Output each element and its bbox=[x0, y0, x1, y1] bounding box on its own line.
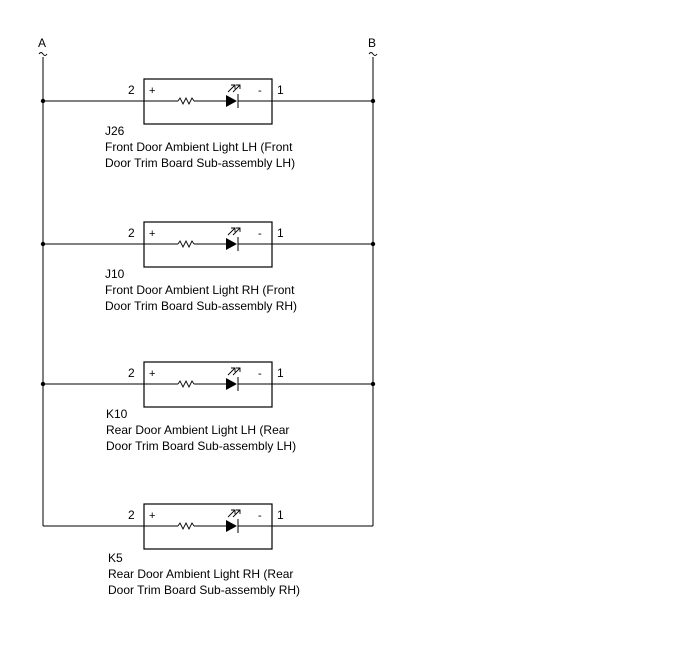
component-box bbox=[143, 361, 273, 408]
bus-b-label: B bbox=[368, 36, 376, 50]
light-emission-icon bbox=[227, 84, 241, 93]
component-code: J26 bbox=[105, 124, 125, 138]
light-emission-icon bbox=[227, 367, 241, 376]
minus-sign: - bbox=[258, 368, 262, 380]
pin-left-label: 2 bbox=[128, 226, 135, 240]
component-name-line2: Door Trim Board Sub-assembly RH) bbox=[105, 299, 297, 313]
led-icon bbox=[226, 238, 237, 250]
minus-sign: - bbox=[258, 228, 262, 240]
component-name-line1: Front Door Ambient Light RH (Front bbox=[105, 283, 295, 297]
junction-dot bbox=[40, 98, 46, 104]
component-name-line2: Door Trim Board Sub-assembly LH) bbox=[105, 156, 295, 170]
pin-left-label: 2 bbox=[128, 508, 135, 522]
resistor-icon bbox=[177, 96, 195, 106]
component-name-line2: Door Trim Board Sub-assembly LH) bbox=[106, 439, 296, 453]
component-code: J10 bbox=[105, 267, 125, 281]
junction-dot bbox=[370, 241, 376, 247]
pin-right-label: 1 bbox=[277, 83, 284, 97]
pin-left-label: 2 bbox=[128, 83, 135, 97]
plus-sign: + bbox=[149, 85, 155, 97]
junction-dot bbox=[370, 381, 376, 387]
component-box bbox=[143, 221, 273, 268]
component-name-line1: Rear Door Ambient Light RH (Rear bbox=[108, 567, 293, 581]
component-name-line1: Rear Door Ambient Light LH (Rear bbox=[106, 423, 289, 437]
component-box bbox=[143, 78, 273, 125]
pin-left-label: 2 bbox=[128, 366, 135, 380]
junction-dot bbox=[370, 98, 376, 104]
component-name-line2: Door Trim Board Sub-assembly RH) bbox=[108, 583, 300, 597]
minus-sign: - bbox=[258, 510, 262, 522]
resistor-icon bbox=[177, 521, 195, 531]
resistor-icon bbox=[177, 379, 195, 389]
component-code: K5 bbox=[108, 551, 123, 565]
junction-dot bbox=[40, 241, 46, 247]
light-emission-icon bbox=[227, 509, 241, 518]
plus-sign: + bbox=[149, 510, 155, 522]
led-icon bbox=[226, 95, 237, 107]
led-icon bbox=[226, 520, 237, 532]
bus-a-break-icon bbox=[38, 52, 48, 56]
component-box bbox=[143, 503, 273, 550]
plus-sign: + bbox=[149, 368, 155, 380]
pin-right-label: 1 bbox=[277, 508, 284, 522]
junction-dot bbox=[40, 381, 46, 387]
minus-sign: - bbox=[258, 85, 262, 97]
pin-right-label: 1 bbox=[277, 366, 284, 380]
component-code: K10 bbox=[106, 407, 128, 421]
bus-a-label: A bbox=[38, 36, 46, 50]
resistor-icon bbox=[177, 239, 195, 249]
bus-b-break-icon bbox=[368, 52, 378, 56]
led-icon bbox=[226, 378, 237, 390]
plus-sign: + bbox=[149, 228, 155, 240]
component-name-line1: Front Door Ambient Light LH (Front bbox=[105, 140, 293, 154]
pin-right-label: 1 bbox=[277, 226, 284, 240]
light-emission-icon bbox=[227, 227, 241, 236]
